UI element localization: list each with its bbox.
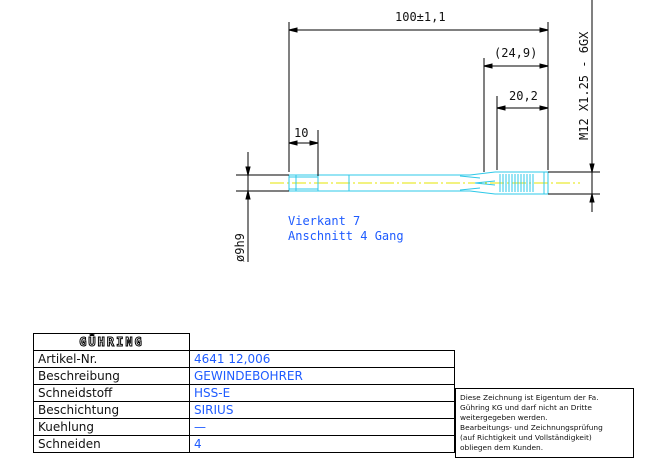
company-logo: GÜHRING — [33, 333, 190, 351]
dim-thread-diameter — [548, 0, 600, 212]
title-block: GÜHRING Artikel-Nr. 4641 12,006 Beschrei… — [33, 333, 455, 453]
notice-line: obliegen dem Kunden. — [460, 443, 544, 452]
row-value: GEWINDEBOHRER — [189, 366, 455, 385]
row-label: Schneidstoff — [33, 383, 190, 402]
dim-square-length — [288, 130, 319, 176]
dim-ref-label: (24,9) — [494, 46, 537, 60]
tap-tool-outline — [288, 171, 549, 195]
dim-shank-label: ø9h9 — [233, 233, 247, 262]
table-row: Schneidstoff HSS-E — [33, 383, 455, 402]
logo-row: GÜHRING — [33, 333, 455, 351]
notice-line: Gühring KG und darf nicht an Dritte — [460, 403, 592, 412]
row-value: HSS-E — [189, 383, 455, 402]
notice-line: (auf Richtigkeit und Vollständigkeit) — [460, 433, 592, 442]
row-value: 4641 12,006 — [189, 349, 455, 368]
notice-line: weitergegeben werden. — [460, 413, 548, 422]
row-value: SIRIUS — [189, 400, 455, 419]
dim-ref-length — [483, 58, 549, 172]
row-value: 4 — [189, 434, 455, 453]
table-row: Schneiden 4 — [33, 434, 455, 453]
row-label: Beschichtung — [33, 400, 190, 419]
ownership-notice: Diese Zeichnung ist Eigentum der Fa. Güh… — [455, 388, 634, 458]
dim-square-label: 10 — [294, 126, 308, 140]
note-anschnitt: Anschnitt 4 Gang — [288, 229, 404, 243]
row-label: Schneiden — [33, 434, 190, 453]
thread-hatching — [499, 174, 534, 192]
technical-drawing: 100±1,1 (24,9) 20,2 10 ø9h9 M1 — [233, 0, 600, 262]
dim-thread-length-label: 20,2 — [509, 89, 538, 103]
table-row: Beschichtung SIRIUS — [33, 400, 455, 419]
notice-line: Bearbeitungs- und Zeichnungsprüfung — [460, 423, 603, 432]
dim-thread-length — [496, 96, 549, 170]
row-label: Kuehlung — [33, 417, 190, 436]
row-label: Artikel-Nr. — [33, 349, 190, 368]
table-row: Beschreibung GEWINDEBOHRER — [33, 366, 455, 385]
note-vierkant: Vierkant 7 — [288, 214, 360, 228]
dim-shank-diameter — [236, 152, 289, 262]
row-value: — — [189, 417, 455, 436]
dim-thread-spec-label: M12 X1.25 - 6GX — [577, 31, 591, 140]
dim-total-label: 100±1,1 — [395, 10, 446, 24]
notice-line: Diese Zeichnung ist Eigentum der Fa. — [460, 393, 599, 402]
dim-total-length — [288, 22, 549, 172]
table-row: Kuehlung — — [33, 417, 455, 436]
table-row: Artikel-Nr. 4641 12,006 — [33, 349, 455, 368]
row-label: Beschreibung — [33, 366, 190, 385]
